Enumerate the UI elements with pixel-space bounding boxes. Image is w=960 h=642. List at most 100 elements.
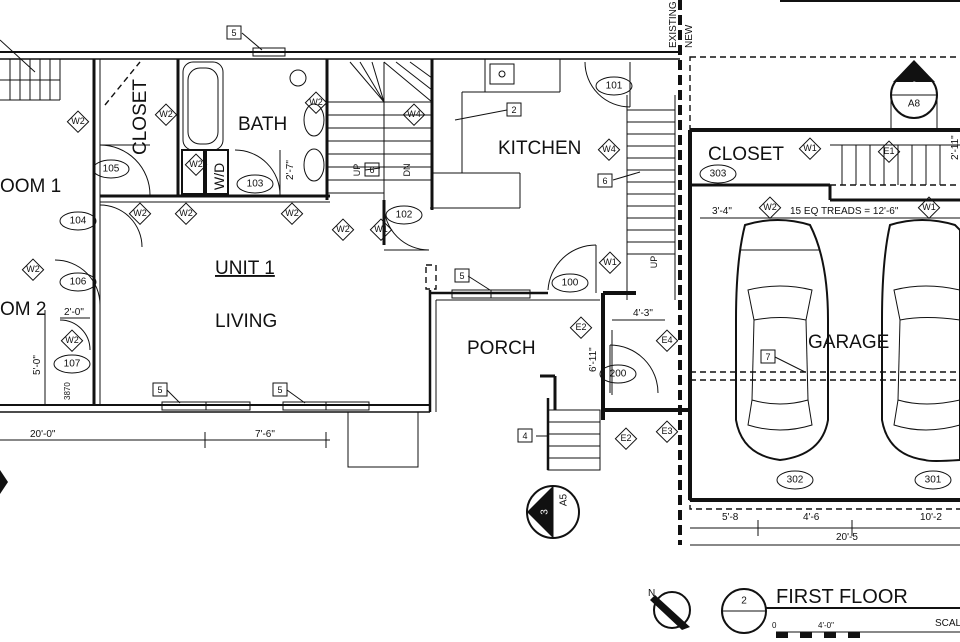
room-label-unit: UNIT 1 xyxy=(215,258,275,279)
stairs-kitchen xyxy=(627,109,675,255)
keynote-6-b: 6 xyxy=(597,173,613,188)
keynote-2: 2 xyxy=(506,102,522,117)
dim-3-4: 3'-4" xyxy=(712,206,732,217)
room-label-1: OOM 1 xyxy=(0,176,61,197)
svg-text:W2: W2 xyxy=(179,208,193,218)
svg-text:107: 107 xyxy=(64,359,81,370)
svg-text:W2: W2 xyxy=(285,208,299,218)
svg-text:W2: W2 xyxy=(159,109,173,119)
room-label-closet-right: CLOSET xyxy=(708,144,784,165)
dim-5-0: 5'-0" xyxy=(32,355,43,375)
wall-tag-w2-e: W2 xyxy=(128,202,152,226)
windows xyxy=(161,47,531,411)
svg-text:W1: W1 xyxy=(922,202,936,212)
svg-text:5: 5 xyxy=(277,385,282,395)
svg-text:5: 5 xyxy=(459,271,464,281)
wall-tag-w1-a: W1 xyxy=(369,218,393,242)
svg-text:E2: E2 xyxy=(620,433,631,443)
door-tag-103: 103 xyxy=(236,174,274,194)
svg-text:3: 3 xyxy=(540,509,551,515)
svg-text:6: 6 xyxy=(369,165,374,175)
scale-four: 4'-0" xyxy=(818,621,834,630)
interior-walls xyxy=(100,0,960,502)
svg-text:5: 5 xyxy=(231,28,236,38)
dim-20-5: 20'-5 xyxy=(836,532,858,543)
svg-text:101: 101 xyxy=(606,81,623,92)
door-tag-100: 100 xyxy=(551,273,589,293)
door-tag-107: 107 xyxy=(53,354,91,374)
svg-text:104: 104 xyxy=(70,216,87,227)
car-left xyxy=(735,219,829,462)
stair-label-up: UP xyxy=(352,164,362,177)
svg-text:N: N xyxy=(648,588,655,599)
dim-3870: 3870 xyxy=(63,382,72,400)
room-label-bath: BATH xyxy=(238,114,287,135)
dim-5-8: 5'-8 xyxy=(722,512,739,523)
door-tag-101: 101 xyxy=(595,76,633,96)
wall-tag-e2-a: E2 xyxy=(569,316,593,340)
stairs-garage xyxy=(830,144,960,185)
wall-tag-e2-b: E2 xyxy=(614,427,638,451)
wall-tag-w2-a: W2 xyxy=(66,110,90,134)
svg-text:103: 103 xyxy=(247,179,264,190)
wall-tag-w4-b: W4 xyxy=(597,138,621,162)
wall-tag-e4: E4 xyxy=(655,329,679,353)
wall-tag-w2-h: W2 xyxy=(331,218,355,242)
stairs-center xyxy=(327,61,433,200)
svg-text:6: 6 xyxy=(602,176,607,186)
svg-text:7: 7 xyxy=(765,352,770,362)
scale-label: SCALE: xyxy=(935,618,960,629)
room-label-garage: GARAGE xyxy=(808,332,889,353)
room-label-living: LIVING xyxy=(215,311,277,332)
dim-7-6: 7'-6" xyxy=(255,429,275,440)
svg-text:A8: A8 xyxy=(908,99,921,110)
door-tag-302: 302 xyxy=(776,470,814,490)
keynote-5-porch: 5 xyxy=(454,268,470,283)
keynote-4: 4 xyxy=(517,428,533,443)
dim-2-7: 2'-7" xyxy=(285,160,296,180)
door-tag-106: 106 xyxy=(59,272,97,292)
svg-text:W2: W2 xyxy=(65,335,79,345)
section-callout-6-a8: 6 A8 xyxy=(890,60,938,132)
new-label: NEW xyxy=(684,24,695,48)
svg-text:W4: W4 xyxy=(407,109,421,119)
doors xyxy=(54,61,659,394)
wall-tag-e3: E3 xyxy=(655,420,679,444)
wall-tag-w2-c: W2 xyxy=(304,91,328,115)
svg-text:E3: E3 xyxy=(661,426,672,436)
svg-text:W1: W1 xyxy=(603,257,617,267)
svg-text:W1: W1 xyxy=(374,224,388,234)
keynote-5-living-a: 5 xyxy=(152,382,168,397)
title-number: 2 xyxy=(741,596,747,607)
svg-text:W2: W2 xyxy=(763,202,777,212)
door-tag-200: 200 xyxy=(599,364,637,384)
dim-4-6: 4'-6 xyxy=(803,512,820,523)
door-tag-102: 102 xyxy=(385,205,423,225)
stair-label-up-2: UP xyxy=(649,256,659,269)
wall-tag-w1-c: W1 xyxy=(798,137,822,161)
svg-text:302: 302 xyxy=(787,475,804,486)
dim-6-11: 6'-11" xyxy=(588,347,599,372)
wall-tag-w2-f: W2 xyxy=(174,202,198,226)
porch-steps xyxy=(347,374,601,471)
wall-tag-w2-i: W2 xyxy=(21,258,45,282)
svg-text:W2: W2 xyxy=(71,116,85,126)
svg-text:5: 5 xyxy=(157,385,162,395)
wall-tag-w1-d: W1 xyxy=(917,196,941,220)
svg-text:A5: A5 xyxy=(559,493,570,506)
svg-text:W2: W2 xyxy=(133,208,147,218)
dim-4-3: 4'-3" xyxy=(633,308,653,319)
dim-10-2: 10'-2 xyxy=(920,512,942,523)
svg-text:W2: W2 xyxy=(26,264,40,274)
keynote-5-top: 5 xyxy=(226,25,242,40)
section-marker-left xyxy=(0,470,8,494)
svg-text:W1: W1 xyxy=(803,143,817,153)
svg-text:W2: W2 xyxy=(336,224,350,234)
svg-text:102: 102 xyxy=(396,210,413,221)
door-tag-105: 105 xyxy=(92,159,130,179)
svg-text:106: 106 xyxy=(70,277,87,288)
svg-text:105: 105 xyxy=(103,164,120,175)
room-label-closet-left: CLOSET xyxy=(130,79,151,155)
